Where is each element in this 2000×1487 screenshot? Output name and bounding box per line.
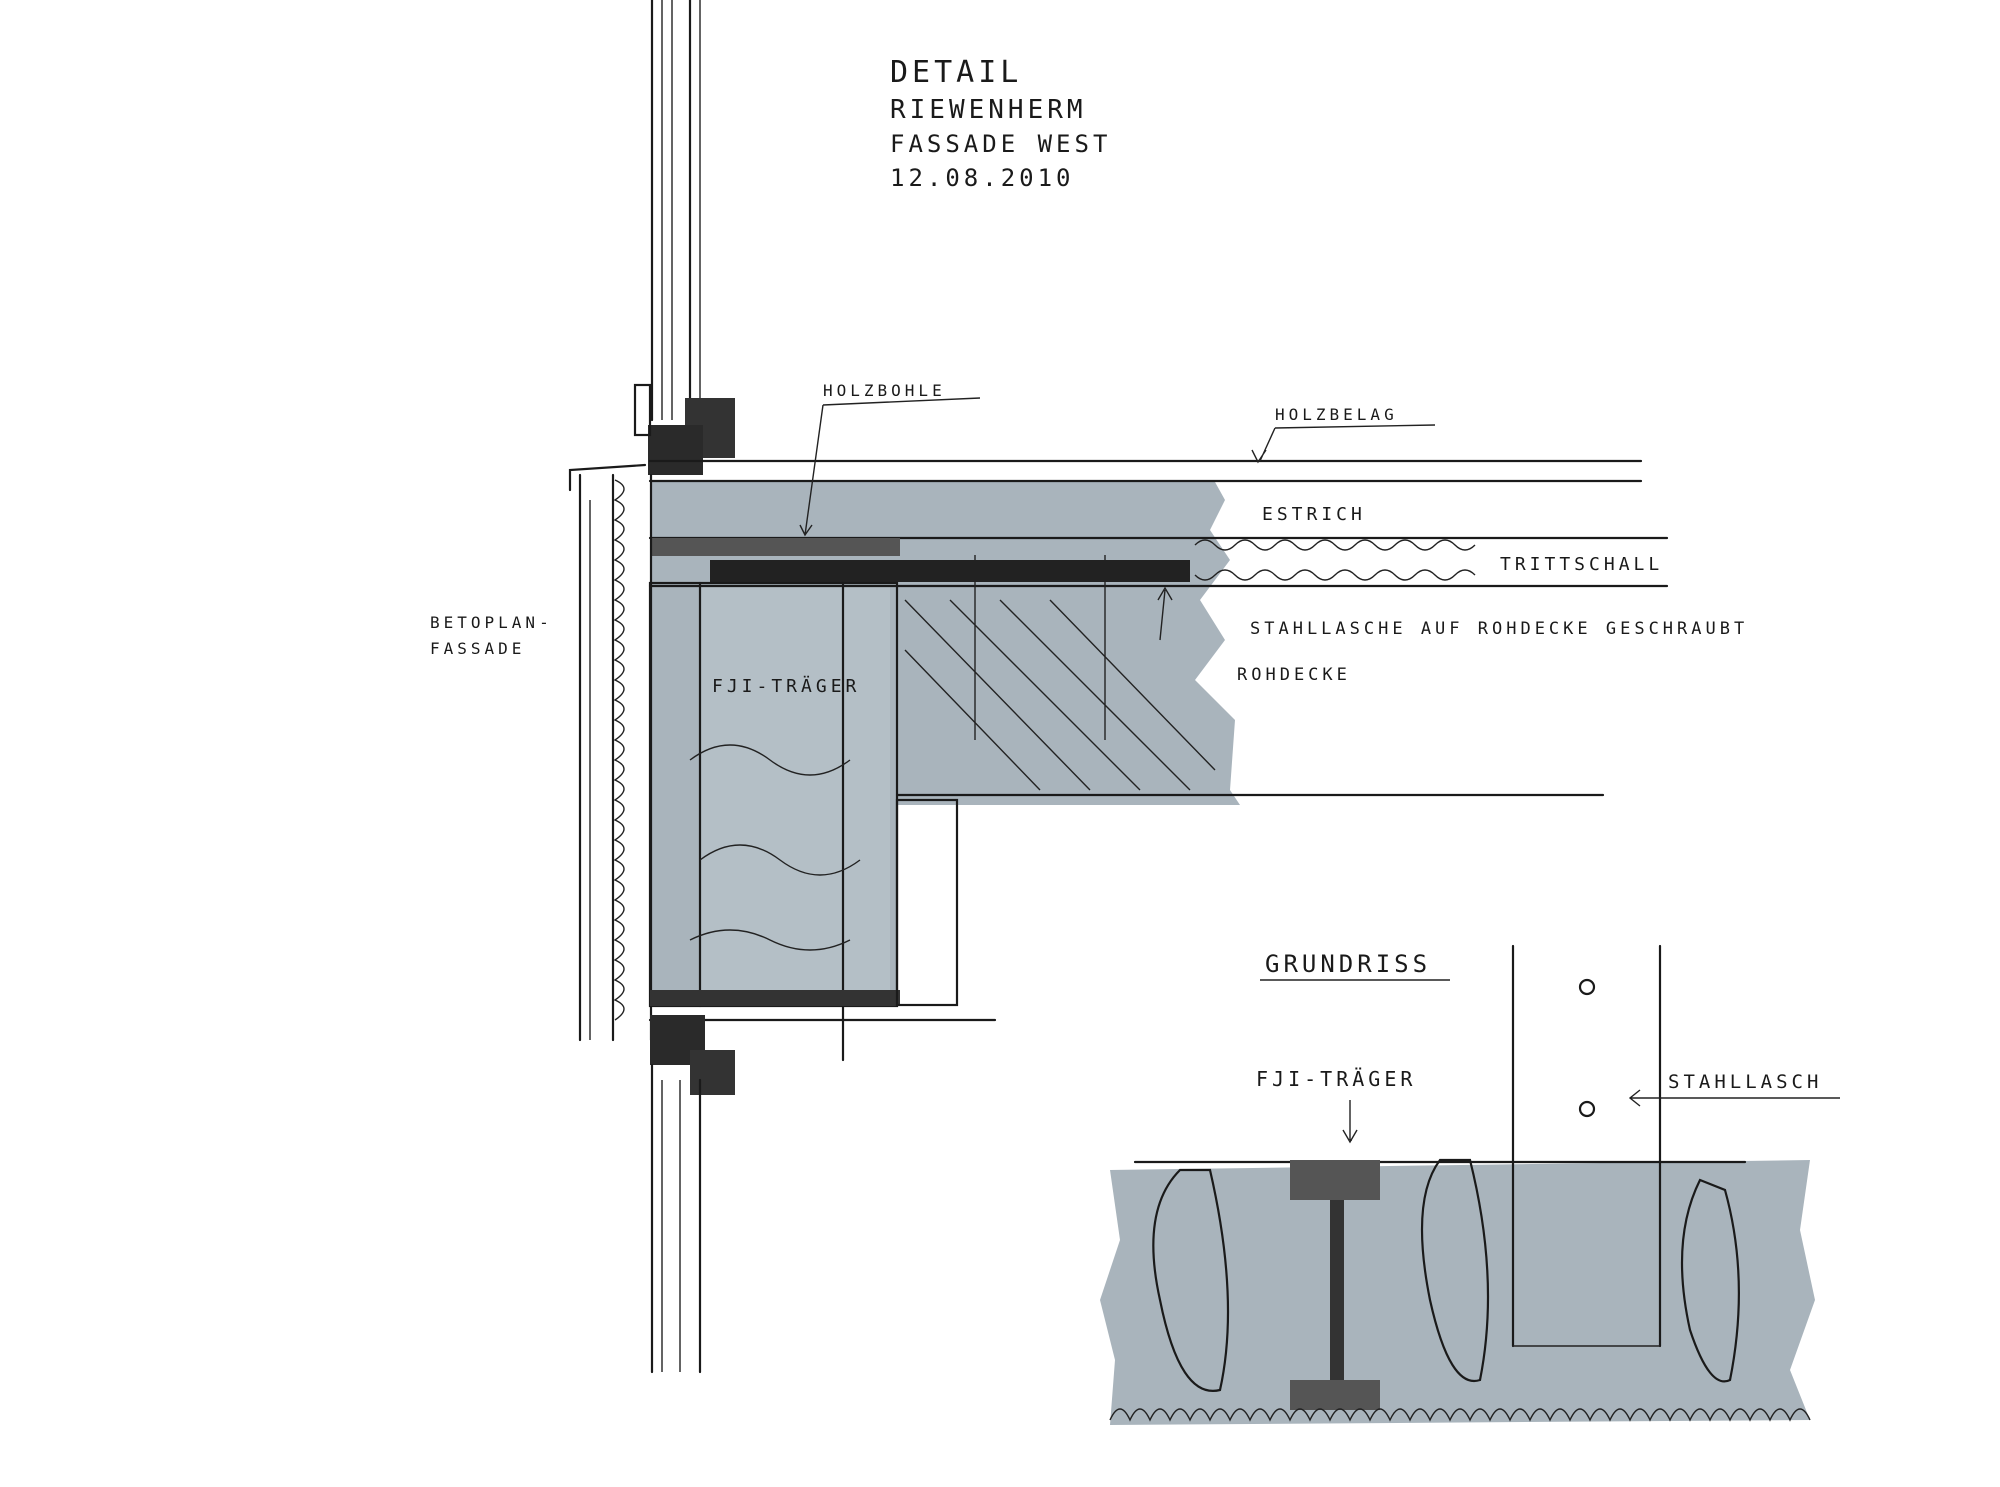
fji-beam-section [648, 581, 997, 1062]
label-fassade-1: BETOPLAN- [430, 613, 553, 632]
leader-lines [799, 397, 1436, 641]
title-line-1: DETAIL [890, 55, 1022, 90]
title-line-2: RIEWENHERM [890, 95, 1087, 125]
label-holzbohle: HOLZBOHLE [823, 381, 946, 400]
title-date: 12.08.2010 [890, 164, 1075, 192]
label-fji-traeger: FJI-TRÄGER [712, 676, 860, 697]
label-rohdecke: ROHDECKE [1237, 665, 1351, 685]
title-line-3: FASSADE WEST [890, 130, 1111, 158]
facade-wall [568, 463, 653, 1042]
window-frame-lower [650, 1015, 735, 1374]
plan-label-fji-traeger: FJI-TRÄGER [1256, 1067, 1416, 1091]
label-holzbelag: HOLZBELAG [1275, 405, 1398, 424]
marker-fill-plan [1100, 1160, 1815, 1425]
window-frame-upper [633, 0, 735, 475]
plan-view [1109, 944, 1840, 1422]
plan-title: GRUNDRISS [1265, 950, 1431, 978]
label-stahllasche: STAHLLASCHE AUF ROHDECKE GESCHRAUBT [1250, 619, 1748, 639]
plan-label-stahllasche: STAHLLASCH [1668, 1071, 1822, 1093]
floor-layers [648, 459, 1669, 797]
label-estrich: ESTRICH [1262, 504, 1366, 525]
label-fassade-2: FASSADE [430, 639, 525, 658]
label-trittschall: TRITTSCHALL [1500, 554, 1663, 575]
marker-fill-section [650, 482, 1240, 1000]
